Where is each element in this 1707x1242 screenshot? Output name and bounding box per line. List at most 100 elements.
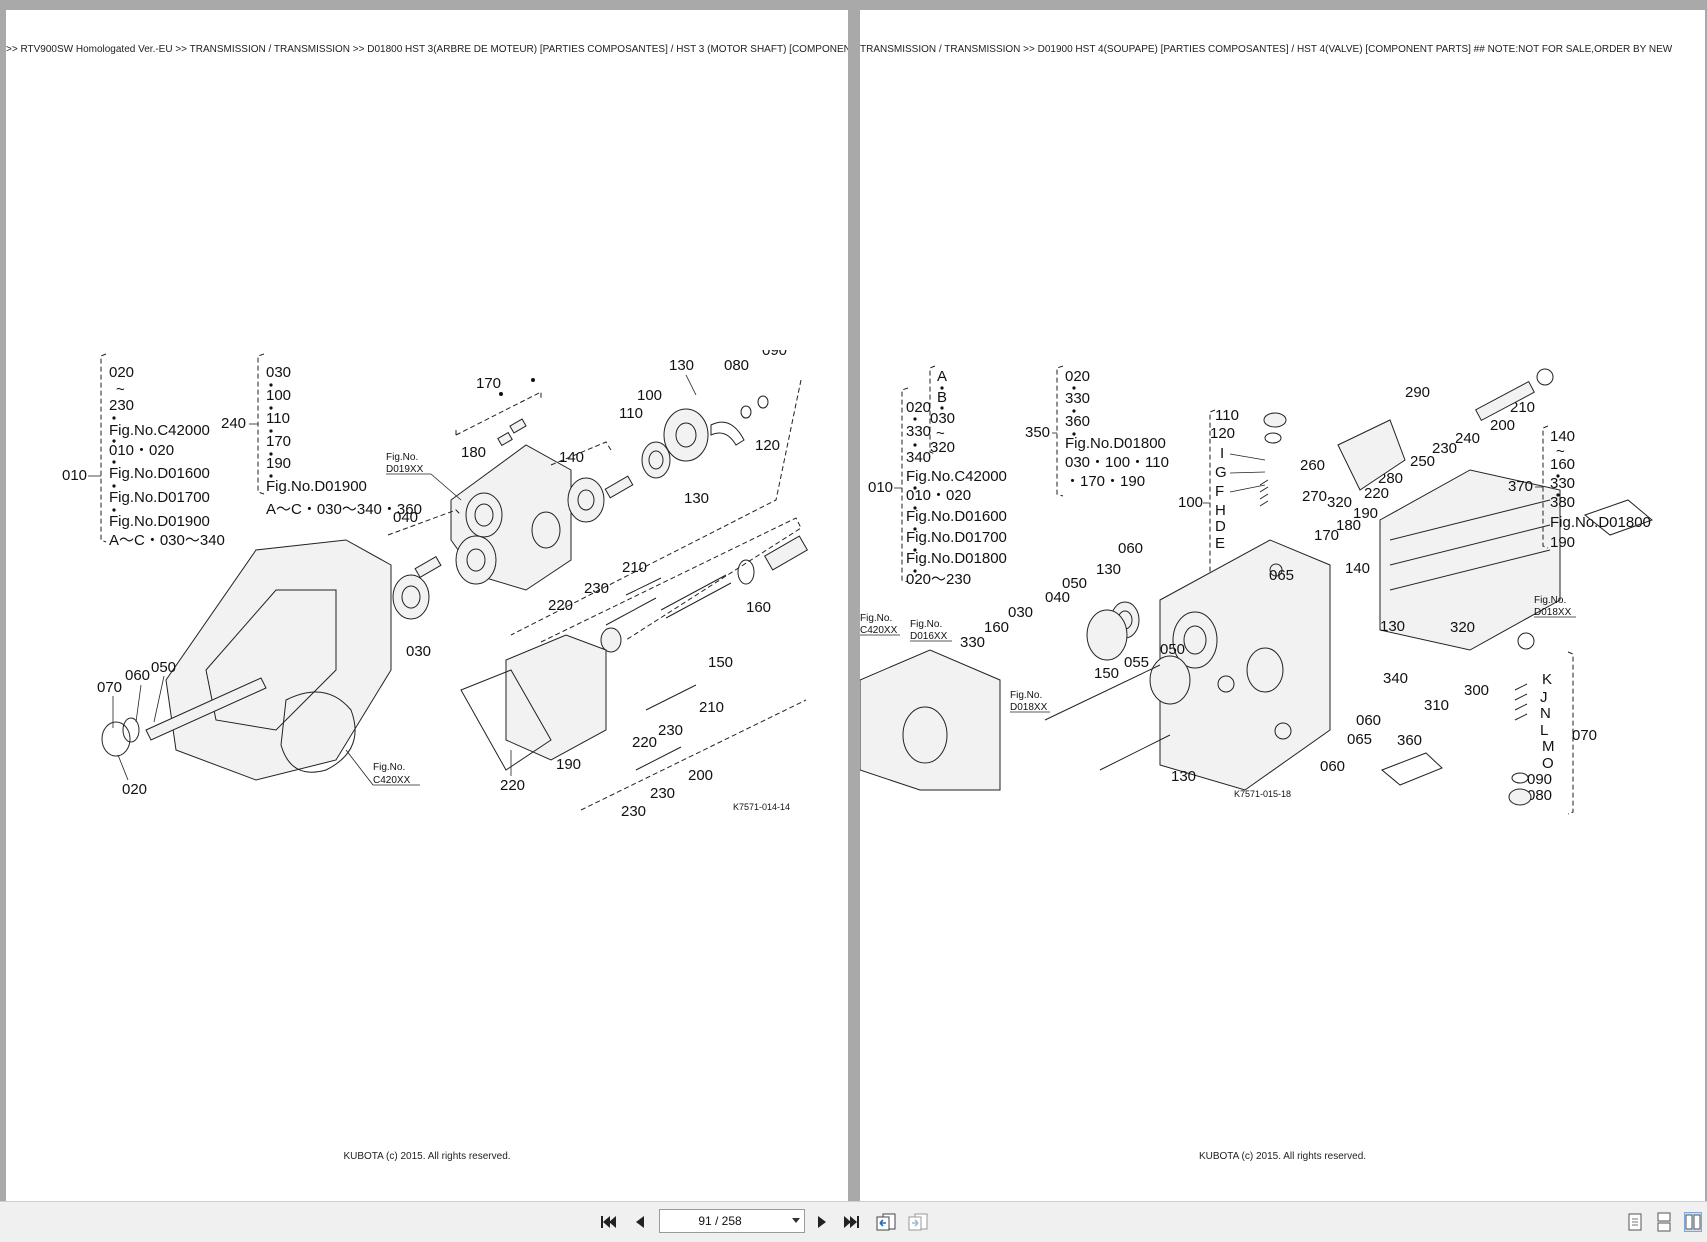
label-sheet-380 xyxy=(1583,499,1653,536)
next-view-button[interactable] xyxy=(906,1210,930,1234)
legend-350-item: 330 xyxy=(1065,390,1090,407)
bearing-110 xyxy=(641,441,671,479)
fig-ref-c420xx: C420XX xyxy=(373,775,411,786)
legend-a: A xyxy=(937,368,947,385)
callout-circle-b xyxy=(1217,675,1235,693)
callout-110: 110 xyxy=(619,405,643,422)
last-page-button[interactable] xyxy=(840,1210,864,1234)
transmission-case-right xyxy=(860,649,1001,791)
valve-spring xyxy=(1259,479,1269,507)
valve-part-g: G xyxy=(1215,464,1227,481)
callout-210: 210 xyxy=(622,559,647,576)
callout-210: 210 xyxy=(1510,399,1535,416)
legend-010-item: 010・020 xyxy=(109,442,174,459)
first-page-button[interactable] xyxy=(596,1210,620,1234)
fig-ref-label: Fig.No. xyxy=(373,762,405,773)
fig-ref-label: Fig.No. xyxy=(386,452,418,463)
callout-350: 350 xyxy=(1025,424,1050,441)
legend-240-item: 030 xyxy=(266,364,291,381)
continuous-view-button[interactable] xyxy=(1655,1212,1673,1232)
callout-110: 110 xyxy=(1215,407,1239,424)
valve-070-j: J xyxy=(1540,689,1548,706)
valve-shaft-210 xyxy=(1475,380,1535,422)
fig-ref-d019xx: D019XX xyxy=(386,464,424,475)
callout-050b: 050 xyxy=(1160,641,1185,658)
callout-040: 040 xyxy=(393,509,418,526)
legend-240-item: 100 xyxy=(266,387,291,404)
legend-010-item: Fig.No.D01800 xyxy=(906,550,1007,567)
case-plate xyxy=(1159,539,1331,791)
callout-090: 090 xyxy=(1527,771,1552,788)
callout-150: 150 xyxy=(708,654,733,671)
callout-230: 230 xyxy=(584,580,609,597)
plate-030 xyxy=(1086,609,1128,661)
legend-item: 020 xyxy=(906,399,931,416)
callout-120: 120 xyxy=(1210,425,1235,442)
callout-100: 100 xyxy=(1178,494,1203,511)
motor-case-070 xyxy=(505,634,607,761)
legend-010-item: Fig.No.D01600 xyxy=(109,465,210,482)
figure-code: K7571-014-14 xyxy=(733,802,790,812)
valve-part-i: I xyxy=(1220,445,1224,462)
callout-210b: 210 xyxy=(699,699,724,716)
legend-010-item: Fig.No.C42000 xyxy=(906,468,1007,485)
next-page-button[interactable] xyxy=(810,1210,834,1234)
legend-350-item: ・170・190 xyxy=(1065,473,1145,490)
valve-body-280 xyxy=(1337,419,1406,491)
callout-circle-a xyxy=(1269,563,1283,577)
callout-220b: 220 xyxy=(632,734,657,751)
chevron-down-icon[interactable] xyxy=(792,1218,800,1223)
first-page-icon xyxy=(601,1216,616,1228)
facing-pages-view-icon xyxy=(1685,1214,1701,1230)
callout-140: 140 xyxy=(1345,560,1370,577)
legend-240-item: 170 xyxy=(266,433,291,450)
callout-320: 320 xyxy=(1327,494,1352,511)
callout-080: 080 xyxy=(1527,787,1552,804)
callout-150: 150 xyxy=(1094,665,1119,682)
single-page-view-button[interactable] xyxy=(1626,1212,1644,1232)
callout-055: 055 xyxy=(1124,654,1149,671)
legend-370-item: 160 xyxy=(1550,456,1575,473)
valve-070-o: O xyxy=(1542,755,1554,772)
callout-065: 065 xyxy=(1269,567,1294,584)
legend-item: 030 xyxy=(930,410,955,427)
page-number-field[interactable] xyxy=(659,1209,805,1233)
callout-140: 140 xyxy=(559,449,584,466)
callout-130c: 130 xyxy=(1171,768,1196,785)
part-150 xyxy=(1149,655,1191,705)
single-page-view-icon xyxy=(1628,1213,1642,1231)
callout-180: 180 xyxy=(1336,517,1361,534)
callout-310: 310 xyxy=(1424,697,1449,714)
legend-240-item: 190 xyxy=(266,455,291,472)
spring-150 xyxy=(660,574,732,619)
facing-pages-view-button[interactable] xyxy=(1684,1212,1702,1232)
callout-220: 220 xyxy=(548,597,573,614)
legend-item: 330 xyxy=(906,423,931,440)
legend-010-item: ~ xyxy=(116,381,125,398)
fig-ref-label: Fig.No. xyxy=(1534,595,1566,606)
callout-300: 300 xyxy=(1464,682,1489,699)
previous-page-button[interactable] xyxy=(628,1210,652,1234)
legend-240-item: A～C・030～340・360 xyxy=(266,501,422,518)
callout-010: 010 xyxy=(62,467,87,484)
callout-200: 200 xyxy=(1490,417,1515,434)
transmission-case xyxy=(165,539,392,781)
callout-260: 260 xyxy=(1300,457,1325,474)
callout-010: 010 xyxy=(868,479,893,496)
callout-230b: 230 xyxy=(658,722,683,739)
callout-220c: 230 xyxy=(621,803,646,820)
legend-item: ~ xyxy=(936,425,945,442)
legend-010-item: Fig.No.D01700 xyxy=(906,529,1007,546)
callout-240: 240 xyxy=(1455,430,1480,447)
left-page-footer: KUBOTA (c) 2015. All rights reserved. xyxy=(343,1151,511,1162)
legend-240-item: 110 xyxy=(266,410,290,427)
legend-010-item: 010・020 xyxy=(906,487,971,504)
callout-320b: 320 xyxy=(1450,619,1475,636)
page-number-input[interactable] xyxy=(660,1210,780,1232)
callout-180: 180 xyxy=(461,444,486,461)
legend-b: B xyxy=(937,389,947,406)
previous-view-button[interactable] xyxy=(874,1210,898,1234)
callout-040: 040 xyxy=(1045,589,1070,606)
fig-ref-d016xx: D016XX xyxy=(910,631,948,642)
fig-ref-label: Fig.No. xyxy=(1010,690,1042,701)
